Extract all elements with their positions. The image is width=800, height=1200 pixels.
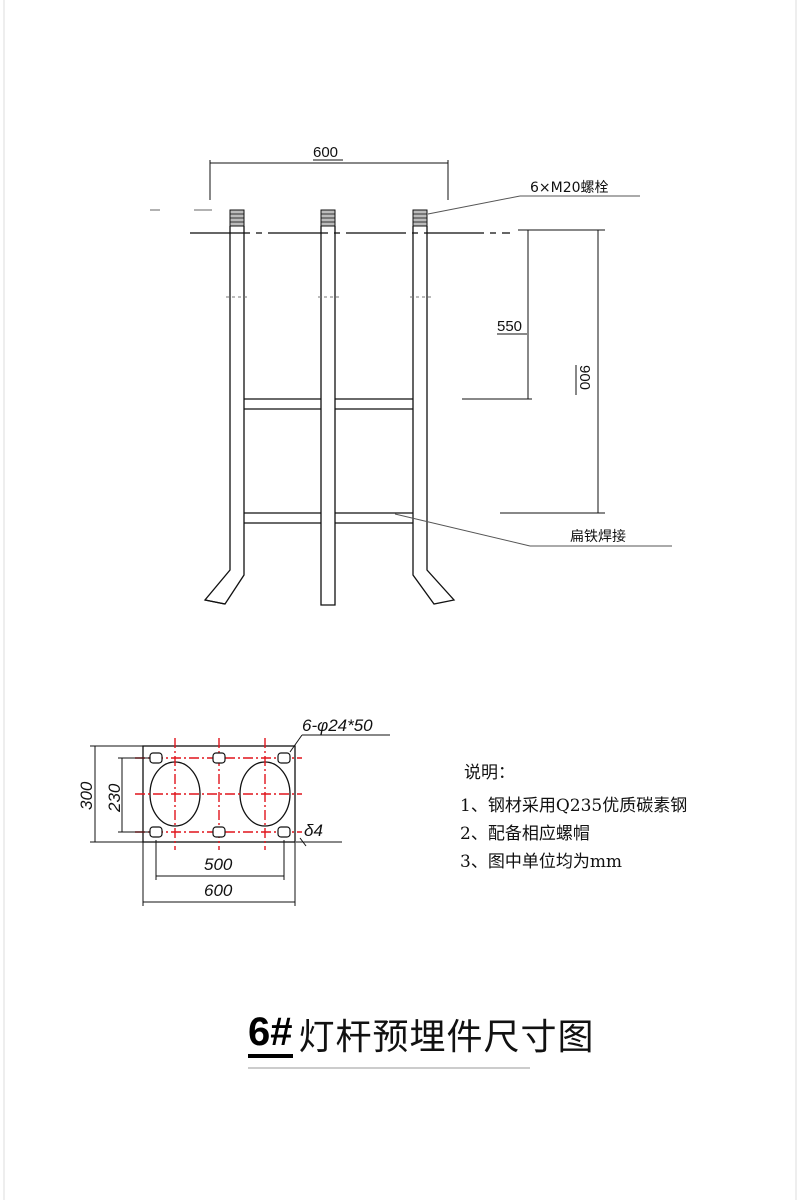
flat-bar-upper: [244, 398, 413, 410]
dim-total-height-label: 900: [576, 365, 593, 390]
flat-bar-lower: [244, 512, 413, 524]
bolt-callout: 6×M20螺栓: [427, 180, 640, 215]
drawing-title-number: 6#: [248, 1010, 293, 1058]
dim-top-width: 600: [209, 144, 449, 200]
dim-mid-height: 550: [462, 229, 540, 400]
bolt-callout-label: 6×M20螺栓: [530, 180, 609, 196]
drawing-title: 6# 灯杆预埋件尺寸图: [248, 1004, 595, 1064]
weld-callout-label: 扁铁焊接: [570, 528, 626, 545]
note-item-2: 2、配备相应螺帽: [460, 824, 590, 844]
dim-total-height: 900: [500, 229, 605, 514]
dim-mid-height-label: 550: [497, 318, 522, 335]
dim-top-width-label: 600: [313, 144, 338, 161]
drawing-title-text: 灯杆预埋件尺寸图: [298, 1017, 595, 1058]
notes-title: 说明：: [464, 763, 515, 783]
bolt-threads: [229, 209, 428, 227]
anchor-rod-middle: [320, 226, 336, 606]
anchor-rod-left: [203, 226, 245, 605]
note-item-3: 3、图中单位均为mm: [460, 852, 623, 872]
notes-block: 说明： 1、钢材采用Q235优质碳素钢 2、配备相应螺帽 3、图中单位均为mm: [460, 760, 790, 876]
weld-callout: 扁铁焊接: [394, 513, 672, 547]
note-item-1: 1、钢材采用Q235优质碳素钢: [460, 796, 688, 816]
anchor-rod-right: [412, 226, 456, 605]
